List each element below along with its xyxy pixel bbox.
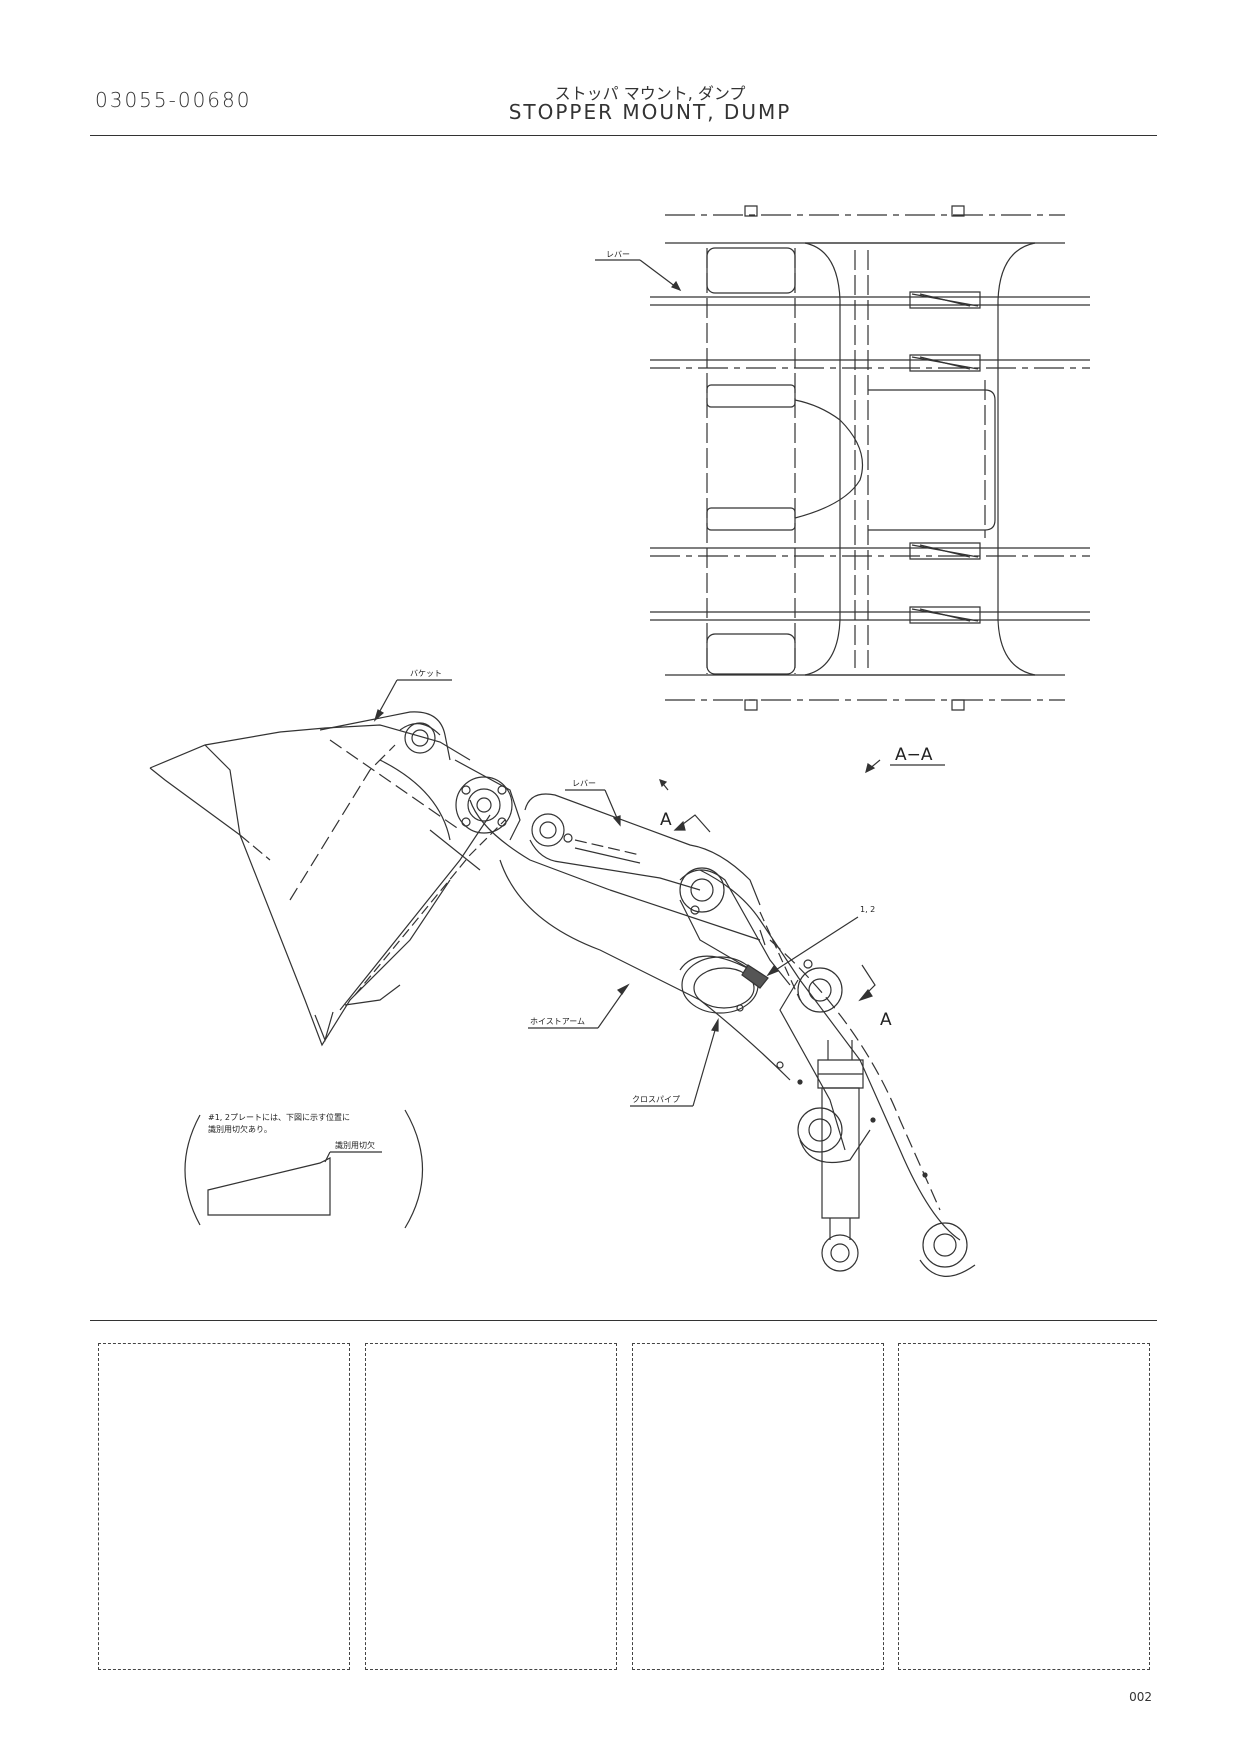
- hoist-arm: [470, 800, 960, 1240]
- label-lever-top: レバー: [606, 250, 630, 259]
- part-number: 03055-00680: [95, 88, 252, 112]
- title-japanese: ストッパ マウント, ダンプ: [554, 84, 746, 103]
- label-section-a-top: A: [660, 810, 672, 830]
- bucket: [150, 725, 505, 1045]
- blank-parts-box-3: [632, 1343, 884, 1670]
- identification-notch-note: #1, 2プレートには、下図に示す位置に 識別用切欠あり。 識別用切欠: [185, 1110, 423, 1228]
- lever-link: [525, 794, 760, 905]
- technical-drawing: レバー A−A: [0, 0, 1240, 1320]
- label-hoist-arm: ホイストアーム: [530, 1017, 585, 1026]
- side-view-assembly: レバー A: [150, 669, 975, 1276]
- label-lever-mid: レバー: [572, 779, 596, 788]
- blank-parts-box-4: [898, 1343, 1150, 1670]
- label-section-view: A−A: [895, 745, 933, 765]
- note-line-2: 識別用切欠あり。: [208, 1124, 272, 1134]
- hydraulic-cylinder: [818, 1040, 863, 1271]
- section-view-a-a: レバー A−A: [595, 0, 1090, 772]
- label-bucket: バケット: [410, 669, 442, 678]
- page-number: 002: [1129, 1690, 1152, 1704]
- blank-parts-box-1: [98, 1343, 350, 1670]
- note-line-1: #1, 2プレートには、下図に示す位置に: [208, 1112, 350, 1122]
- notch-label: 識別用切欠: [335, 1140, 375, 1150]
- drawing-divider: [90, 1320, 1157, 1321]
- header-divider: [90, 135, 1157, 136]
- stopper-pads: [910, 292, 980, 623]
- label-cross-pipe: クロスパイプ: [632, 1095, 680, 1104]
- title-english: STOPPER MOUNT, DUMP: [508, 100, 792, 124]
- label-section-a-bottom: A: [880, 1010, 892, 1030]
- label-callout-1-2: 1, 2: [860, 905, 875, 914]
- blank-parts-box-2: [365, 1343, 617, 1670]
